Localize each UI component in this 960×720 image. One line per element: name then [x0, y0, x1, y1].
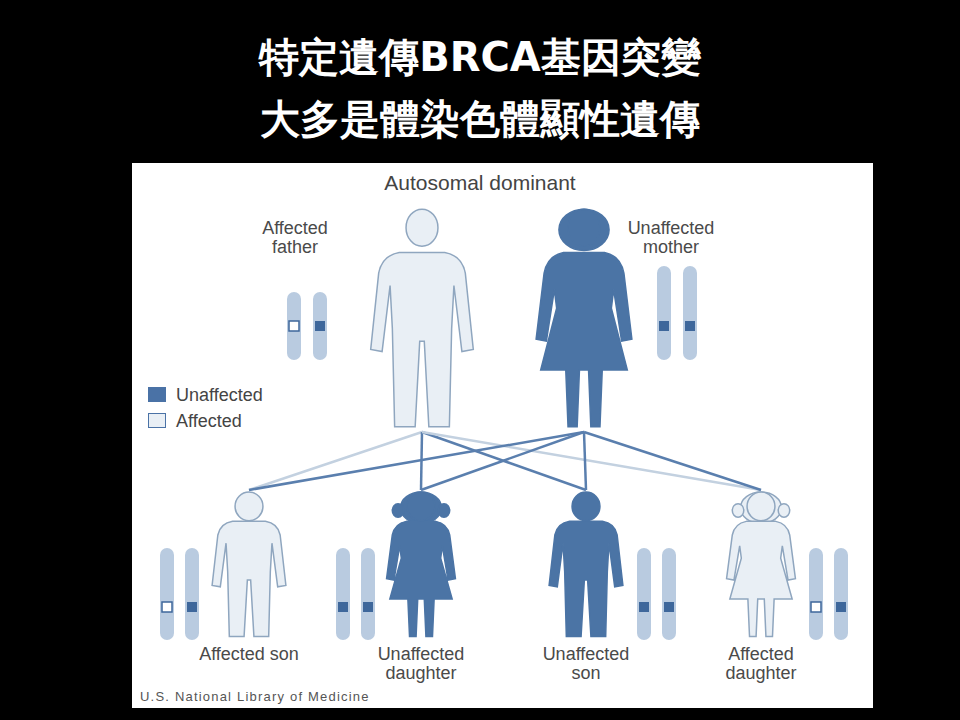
- person-shape: [387, 492, 456, 637]
- person-figure: [545, 490, 627, 640]
- normal-band: [187, 602, 197, 612]
- normal-band: [639, 602, 649, 612]
- chromosome: [834, 548, 848, 640]
- chromosome: [809, 548, 823, 640]
- person-label: Affected son: [197, 645, 301, 664]
- chromosome: [287, 292, 301, 360]
- body: [387, 521, 456, 636]
- mutant-band: [162, 602, 172, 612]
- person-node: Unaffected son: [545, 490, 627, 640]
- chromosome: [313, 292, 327, 360]
- normal-band: [338, 602, 348, 612]
- head: [235, 492, 263, 521]
- person-shape: [536, 209, 632, 427]
- chromosome-pair: [287, 292, 327, 360]
- person-figure: [720, 490, 802, 640]
- person-figure: [527, 205, 641, 432]
- chromosome: [336, 548, 350, 640]
- person-figure: [380, 490, 462, 640]
- chromosome-pair: [809, 548, 848, 640]
- person-shape: [727, 492, 796, 637]
- hair: [559, 209, 609, 250]
- diagram-heading: Autosomal dominant: [300, 171, 660, 195]
- chromosome: [657, 266, 671, 360]
- person-shape: [371, 209, 474, 427]
- person-label: Affected father: [243, 219, 347, 257]
- head: [407, 492, 435, 521]
- person-label: Unaffected daughter: [369, 645, 473, 683]
- inheritance-line: [421, 432, 584, 490]
- mutant-band: [811, 602, 821, 612]
- inheritance-line: [422, 432, 761, 490]
- normal-band: [836, 602, 846, 612]
- normal-band: [664, 602, 674, 612]
- body: [371, 252, 474, 426]
- pigtail: [732, 504, 743, 518]
- head: [568, 209, 600, 246]
- body: [536, 252, 632, 426]
- head: [572, 492, 600, 521]
- person-label: Affected daughter: [709, 645, 813, 683]
- person-node: Unaffected daughter: [380, 490, 462, 640]
- pigtail: [438, 504, 449, 518]
- legend-swatch: [148, 387, 166, 402]
- person-label: Unaffected son: [534, 645, 638, 683]
- mutant-band: [289, 321, 299, 331]
- chromosome-pair: [160, 548, 199, 640]
- hair: [741, 492, 782, 523]
- person-node: Unaffected mother: [527, 205, 641, 432]
- chromosome: [185, 548, 199, 640]
- person-figure: [208, 490, 290, 640]
- person-node: Affected son: [208, 490, 290, 640]
- normal-band: [685, 321, 695, 331]
- chromosome: [637, 548, 651, 640]
- slide-title: 特定遺傳BRCA基因突變 大多是體染色體顯性遺傳: [200, 26, 760, 150]
- chromosome-pair: [657, 266, 697, 360]
- chromosome: [683, 266, 697, 360]
- white-panel: [132, 163, 873, 708]
- inheritance-line: [584, 432, 586, 490]
- body: [727, 521, 796, 636]
- inheritance-line: [249, 432, 422, 490]
- pigtail: [392, 504, 403, 518]
- hair: [401, 492, 442, 523]
- person-figure: [365, 205, 479, 432]
- inheritance-line: [584, 432, 761, 490]
- inheritance-line: [422, 432, 586, 490]
- normal-band: [659, 321, 669, 331]
- person-label: Unaffected mother: [619, 219, 723, 257]
- chromosome: [361, 548, 375, 640]
- credit-watermark: U.S. National Library of Medicine: [140, 690, 560, 705]
- legend-text: Unaffected: [176, 385, 263, 405]
- head: [406, 209, 438, 246]
- person-shape: [549, 492, 623, 637]
- body: [549, 521, 623, 636]
- normal-band: [315, 321, 325, 331]
- person-node: Affected father: [365, 205, 479, 432]
- chromosome-pair: [336, 548, 375, 640]
- person-node: Affected daughter: [720, 490, 802, 640]
- chromosome: [160, 548, 174, 640]
- chromosome: [662, 548, 676, 640]
- body: [212, 521, 286, 636]
- legend-row: Affected: [148, 411, 214, 431]
- inheritance-line: [249, 432, 584, 490]
- legend-swatch: [148, 413, 166, 428]
- person-shape: [212, 492, 286, 637]
- legend-text: Affected: [176, 411, 242, 431]
- chromosome-pair: [637, 548, 676, 640]
- normal-band: [363, 602, 373, 612]
- head: [747, 492, 775, 521]
- legend-row: Unaffected: [148, 385, 235, 405]
- pigtail: [778, 504, 789, 518]
